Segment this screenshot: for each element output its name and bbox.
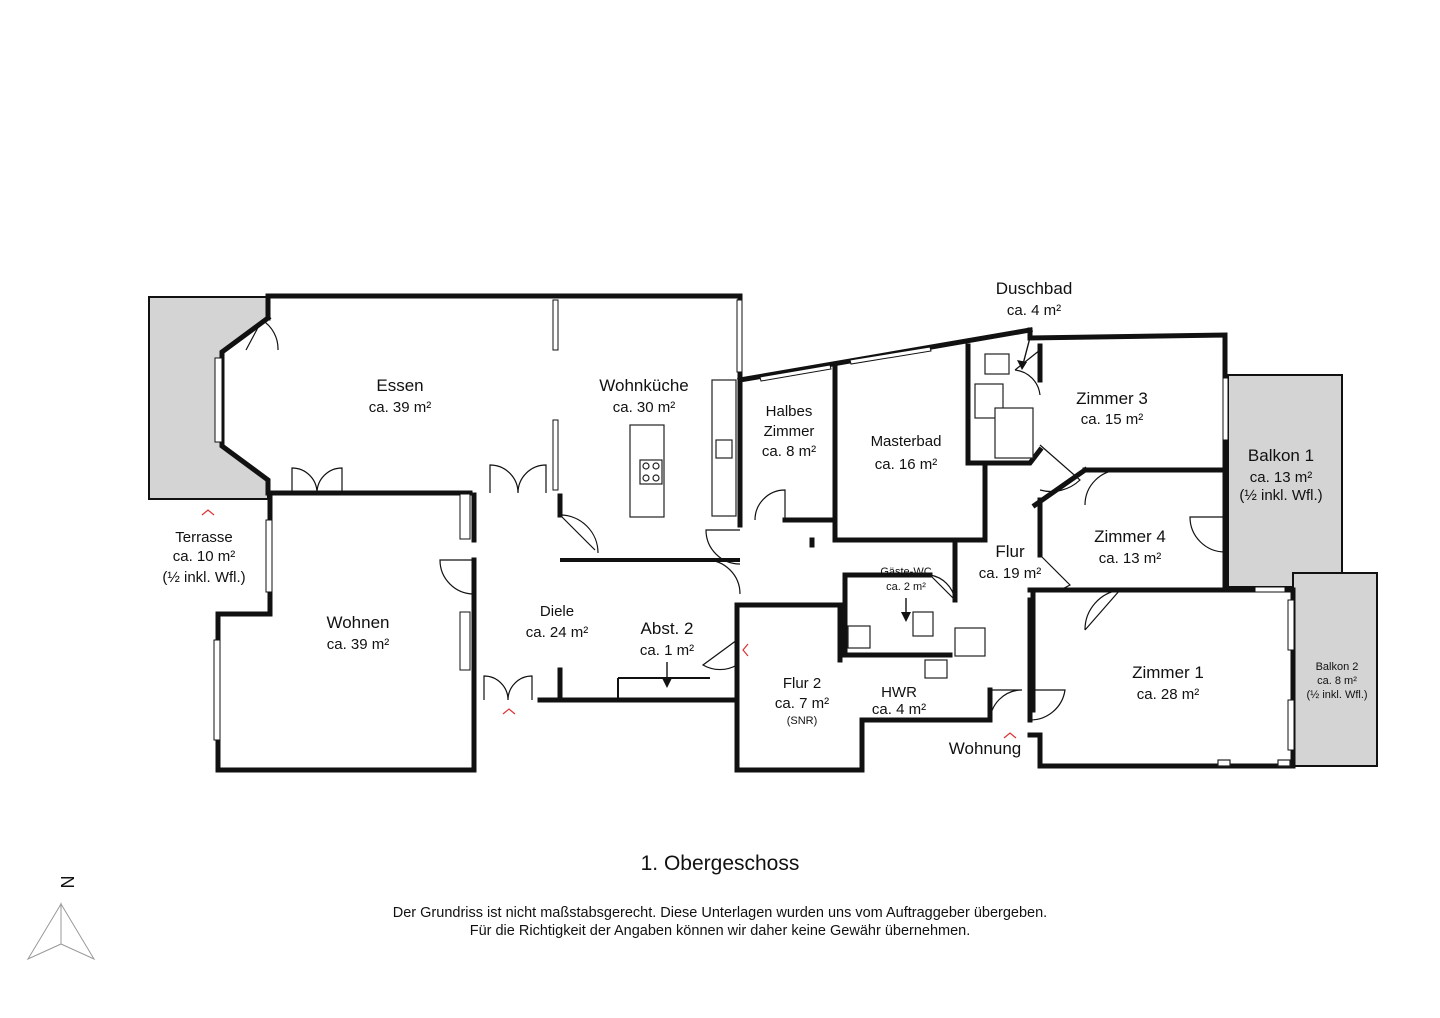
room-balkon1-name: Balkon 1 <box>1248 446 1314 465</box>
north-compass-icon: N <box>26 876 96 961</box>
room-gaeste-wc-name: Gäste-WC <box>880 566 931 578</box>
disclaimer-line-2: Für die Richtigkeit der Angaben können w… <box>469 923 971 939</box>
room-halbes-zimmer-name-2: Zimmer <box>764 423 815 440</box>
room-halbes-zimmer-name-1: Halbes <box>766 403 813 420</box>
room-masterbad-area: ca. 16 m² <box>875 456 938 473</box>
entrance-wohnung-label: Wohnung <box>949 739 1021 758</box>
room-zimmer1-name: Zimmer 1 <box>1132 663 1204 682</box>
room-wohnkueche-area: ca. 30 m² <box>613 399 676 416</box>
fixtures <box>629 353 1291 767</box>
room-flur2-area: ca. 7 m² <box>775 695 829 712</box>
room-flur-area: ca. 19 m² <box>979 565 1042 582</box>
room-balkon2-note: (½ inkl. Wfl.) <box>1306 689 1367 701</box>
room-wohnen-name: Wohnen <box>326 613 389 632</box>
room-diele-name: Diele <box>540 603 574 620</box>
room-balkon1-area: ca. 13 m² <box>1250 469 1313 486</box>
shower-icon <box>994 407 1034 459</box>
windows <box>213 299 1295 751</box>
room-zimmer3-area: ca. 15 m² <box>1081 411 1144 428</box>
hwr-basin-icon <box>924 659 948 679</box>
room-balkon2-name: Balkon 2 <box>1316 661 1359 673</box>
room-hwr-area: ca. 4 m² <box>872 701 926 718</box>
basin-icon <box>984 353 1010 375</box>
room-flur-name: Flur <box>995 542 1025 561</box>
room-zimmer4-name: Zimmer 4 <box>1094 527 1166 546</box>
floor-title: 1. Obergeschoss <box>640 852 800 875</box>
doors <box>245 319 1226 723</box>
cooktop-icon <box>639 459 663 485</box>
room-terrasse-area: ca. 10 m² <box>173 548 236 565</box>
room-zimmer1-area: ca. 28 m² <box>1137 686 1200 703</box>
bathtub-icon <box>974 383 1004 419</box>
room-essen-name: Essen <box>376 376 423 395</box>
room-gaeste-wc-area: ca. 2 m² <box>886 581 926 593</box>
room-balkon2-area: ca. 8 m² <box>1317 675 1357 687</box>
room-diele-area: ca. 24 m² <box>526 624 589 641</box>
disclaimer: Der Grundriss ist nicht maßstabsgerecht.… <box>0 904 1440 940</box>
room-terrasse-note: (½ inkl. Wfl.) <box>162 569 245 586</box>
room-labels: Essen ca. 39 m² Wohnküche ca. 30 m² Halb… <box>162 279 1367 758</box>
disclaimer-line-1: Der Grundriss ist nicht maßstabsgerecht.… <box>392 905 1048 921</box>
room-wohnkueche-name: Wohnküche <box>599 376 688 395</box>
room-hwr-name: HWR <box>881 684 917 701</box>
room-flur2-note: (SNR) <box>787 715 818 727</box>
room-terrasse-name: Terrasse <box>175 529 233 546</box>
room-abst2-area: ca. 1 m² <box>640 642 694 659</box>
balcony-1-area <box>1227 374 1343 588</box>
indicator-arrows <box>662 329 1033 688</box>
room-flur2-name: Flur 2 <box>783 675 821 692</box>
guest-wc-basin-icon <box>847 625 871 649</box>
room-duschbad-name: Duschbad <box>996 279 1073 298</box>
room-masterbad-name: Masterbad <box>871 433 942 450</box>
room-abst2-name: Abst. 2 <box>641 619 694 638</box>
room-zimmer4-area: ca. 13 m² <box>1099 550 1162 567</box>
kitchen-sink-icon <box>715 439 733 459</box>
room-wohnen-area: ca. 39 m² <box>327 636 390 653</box>
compass-north-label: N <box>57 876 77 889</box>
room-halbes-zimmer-area: ca. 8 m² <box>762 443 816 460</box>
room-balkon1-note: (½ inkl. Wfl.) <box>1239 487 1322 504</box>
entrance-markers <box>201 509 1017 739</box>
toilet-icon <box>912 611 934 637</box>
room-duschbad-area: ca. 4 m² <box>1007 302 1061 319</box>
room-essen-area: ca. 39 m² <box>369 399 432 416</box>
balcony-2-area <box>1292 572 1378 767</box>
room-zimmer3-name: Zimmer 3 <box>1076 389 1148 408</box>
